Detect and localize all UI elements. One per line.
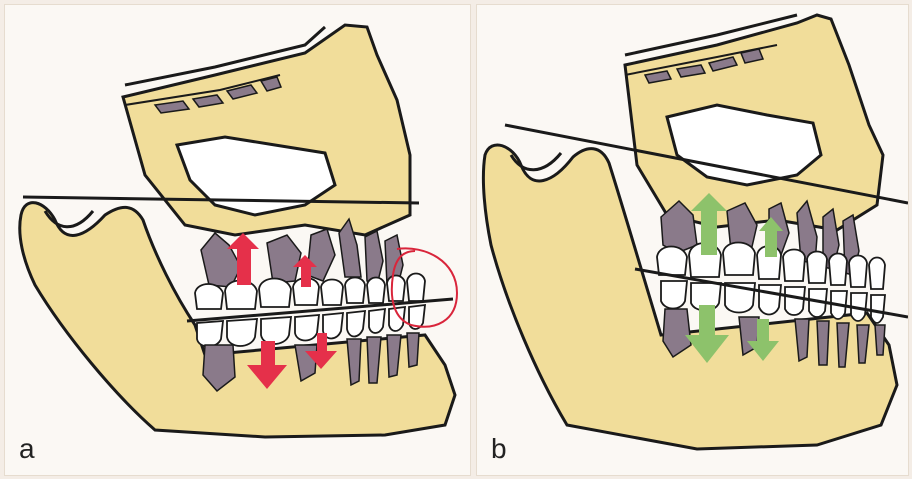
panel-label-a: a (19, 433, 35, 465)
panel-a: a (4, 4, 471, 476)
panel-label-b: b (491, 433, 507, 465)
panel-b: b (476, 4, 909, 476)
jaw-diagram-b (477, 5, 908, 475)
jaw-diagram-a (5, 5, 470, 475)
